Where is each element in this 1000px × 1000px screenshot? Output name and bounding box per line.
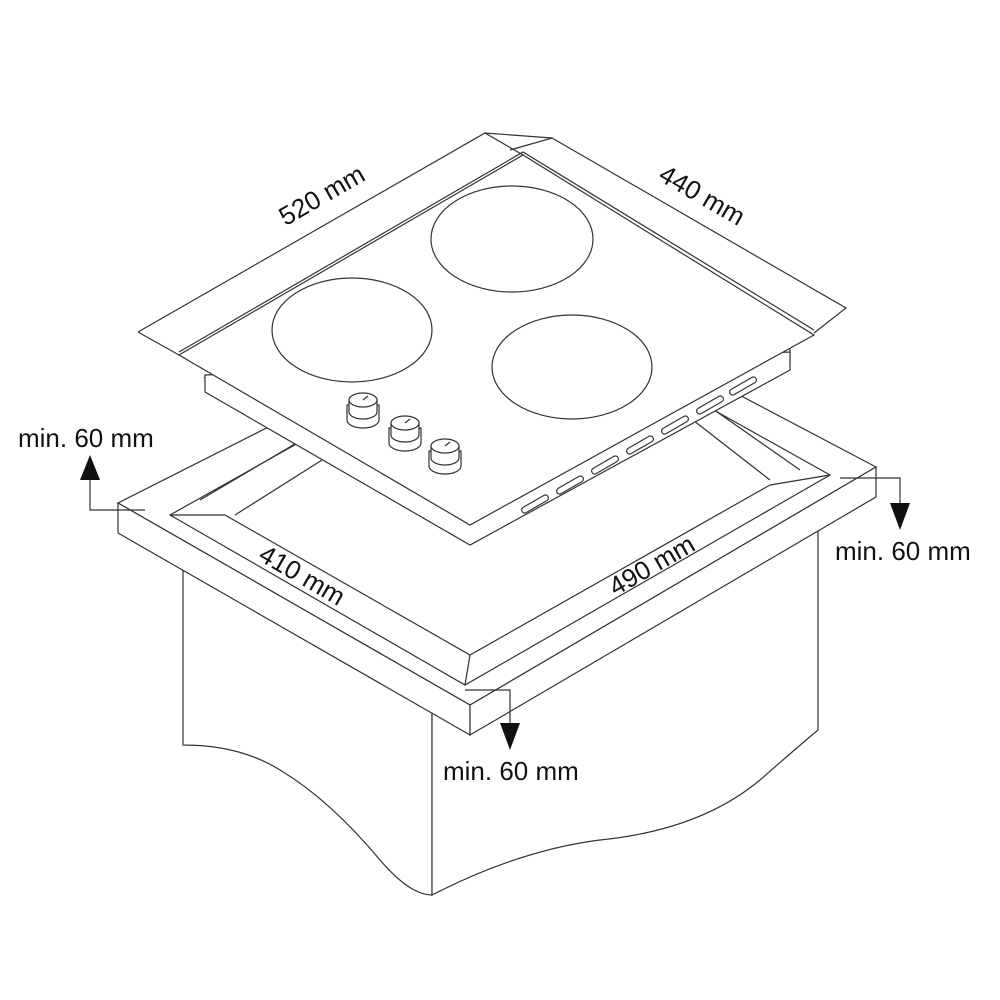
arrows [80,455,910,750]
control-knobs [346,392,462,475]
vent-slots [521,376,757,514]
clearance-side-label: min. 60 mm [835,536,971,566]
burner-right [491,314,653,420]
arrow-up-icon [80,455,100,480]
dimension-lines [89,132,901,725]
hob-glass-top [177,154,816,526]
cabinet [182,529,819,896]
hob [177,151,816,546]
arrow-down-icon [890,503,910,530]
clearance-front-label: min. 60 mm [443,756,579,786]
burner-back [430,185,594,293]
burner-left [271,277,433,383]
arrow-down-icon [500,723,520,750]
clearance-back-label: min. 60 mm [18,423,154,453]
